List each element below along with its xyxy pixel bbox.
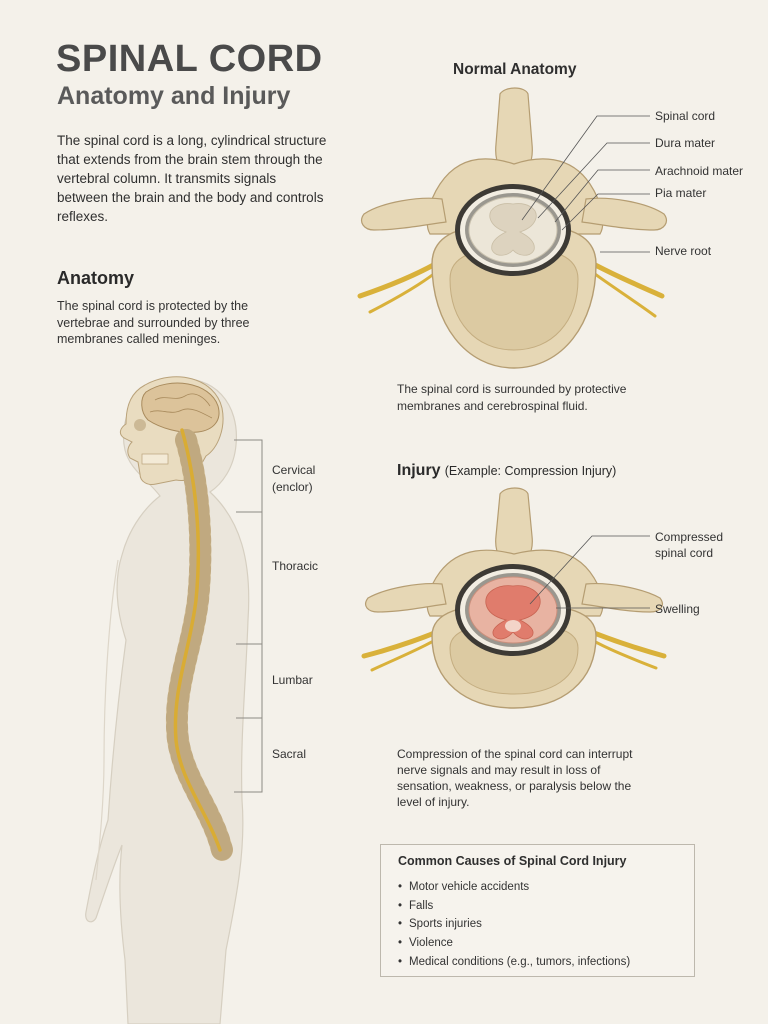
label-pia-mater: Pia mater (655, 186, 707, 200)
label-compressed-2: spinal cord (655, 546, 714, 560)
bullet-icon: • (398, 918, 403, 931)
leader-spinal-cord (521, 115, 650, 221)
cause-text: Sports injuries (409, 918, 482, 931)
region-bracket (234, 439, 263, 793)
region-label-cervical-sub: (enclor) (272, 480, 313, 494)
page-title: SPINAL CORD (56, 38, 323, 80)
causes-box: Common Causes of Spinal Cord Injury • Mot… (380, 844, 695, 977)
label-arachnoid-mater: Arachnoid mater (655, 164, 744, 178)
region-label-cervical: Cervical (272, 463, 316, 477)
label-swelling: Swelling (655, 602, 700, 616)
region-label-sacral: Sacral (272, 747, 307, 761)
intro-text: The spinal cord is a long, cylindrical s… (57, 133, 327, 224)
causes-list: • Motor vehicle accidents • Falls • Sports … (398, 878, 631, 972)
bullet-icon: • (398, 955, 403, 968)
bullet-icon: • (398, 937, 403, 950)
region-label-thoracic: Thoracic (272, 559, 319, 573)
bullet-icon: • (398, 881, 403, 893)
anatomy-heading: Anatomy (57, 268, 135, 288)
label-compressed: Compressed (655, 530, 724, 544)
injury-heading: Injury (Example: Compression Injury) (397, 462, 616, 480)
label-spinal-cord: Spinal cord (655, 109, 716, 123)
cause-text: Violence (409, 937, 453, 950)
body-illustration (85, 376, 263, 1024)
leader-compressed (529, 535, 650, 605)
region-label-lumbar: Lumbar (272, 673, 313, 687)
causes-title: Common Causes of Spinal Cord Injury (398, 854, 627, 868)
normal-vertebra-illustration (357, 87, 667, 369)
list-item: • Violence (398, 934, 630, 953)
label-nerve-root: Nerve root (655, 244, 712, 258)
normal-anatomy-heading: Normal Anatomy (453, 61, 577, 78)
anatomy-text: The spinal cord is protected by the vert… (57, 299, 250, 346)
leader-pia (561, 193, 650, 231)
page-subtitle: Anatomy and Injury (57, 82, 291, 110)
leader-dura (537, 142, 650, 219)
list-item: • Sports injuries (398, 915, 630, 934)
list-item: • Falls (398, 897, 630, 916)
injury-vertebra-illustration (361, 487, 667, 709)
cause-text: Medical conditions (e.g., tumors, infect… (409, 955, 631, 968)
bullet-icon: • (398, 899, 403, 912)
list-item: • Motor vehicle accidents (398, 878, 630, 897)
brain (141, 382, 220, 433)
label-dura-mater: Dura mater (655, 136, 716, 150)
injury-heading-main: Injury (397, 462, 441, 479)
leader-arachnoid (554, 169, 650, 223)
cause-text: Falls (409, 899, 434, 912)
cause-text: Motor vehicle accidents (409, 881, 530, 893)
normal-caption: The spinal cord is surrounded by protect… (397, 382, 627, 413)
injury-caption: Compression of the spinal cord can inter… (397, 747, 633, 809)
spinal-cord (173, 428, 222, 852)
injury-heading-sub: (Example: Compression Injury) (444, 464, 617, 478)
list-item: • Medical conditions (e.g., tumors, infec… (398, 953, 631, 972)
